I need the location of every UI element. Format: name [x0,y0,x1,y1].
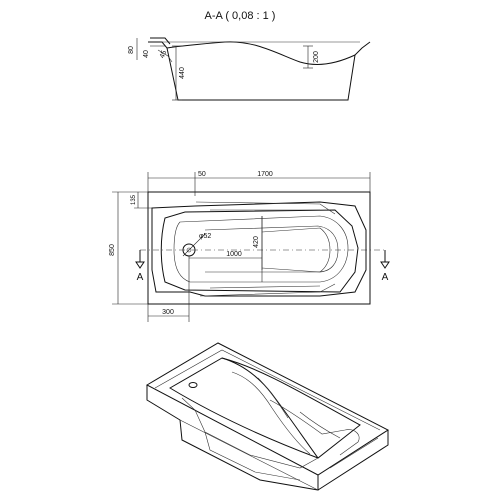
dim-1700: 1700 [257,171,273,178]
dim-420: 420 [253,236,260,248]
dim-1000: 1000 [226,251,242,258]
section-view: 80 40 45 440 200 [128,37,371,101]
dim-80: 80 [128,46,135,54]
section-mark-left: A [137,272,144,283]
dim-40: 40 [143,50,150,58]
isometric-view [145,342,390,491]
dim-135: 135 [131,194,137,205]
dim-440: 440 [179,67,186,79]
section-mark-right: A [382,272,389,283]
plan-view: 50 1700 850 135 φ52 1000 [109,171,390,322]
section-title: A-A ( 0,08 : 1 ) [205,10,276,22]
dim-300: 300 [162,309,174,316]
dim-50: 50 [198,171,206,178]
dim-200: 200 [313,51,320,63]
dim-850: 850 [109,244,116,256]
dim-52: φ52 [199,233,211,240]
dim-45: 45 [159,50,168,60]
